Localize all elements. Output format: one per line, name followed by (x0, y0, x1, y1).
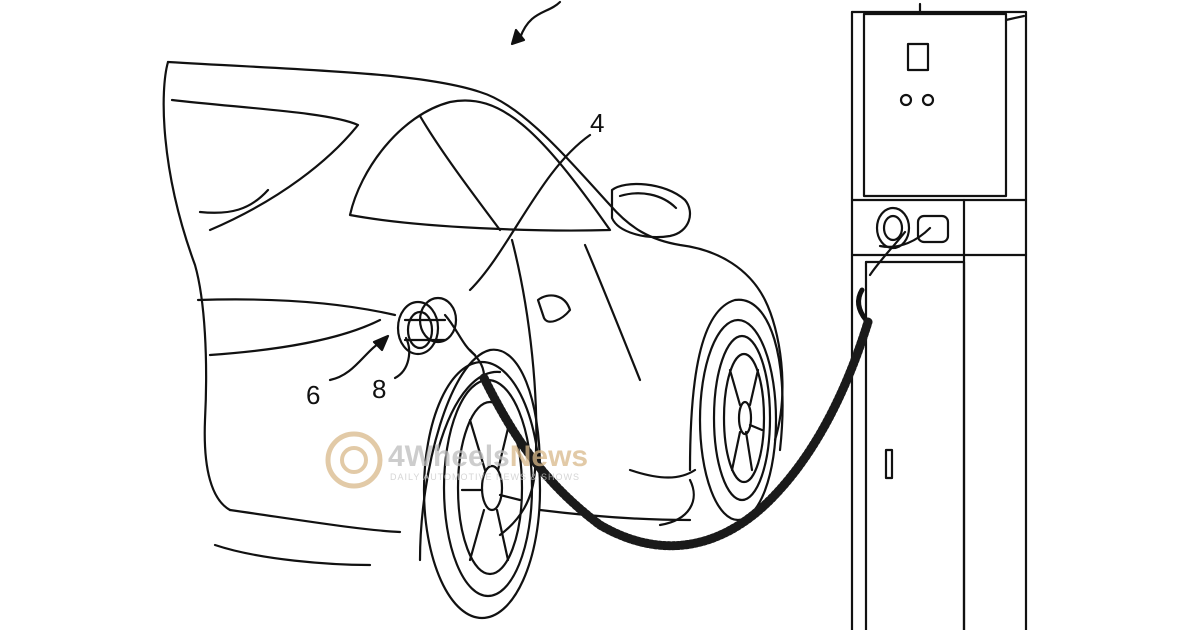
station-display (906, 42, 930, 72)
label-plug: 8 (372, 374, 386, 404)
station-door-handle (884, 448, 894, 480)
label-4-leader (468, 133, 592, 292)
side-mirror (610, 182, 692, 239)
figure-arrow (518, 0, 562, 40)
rear-wheel (422, 360, 542, 620)
label-vehicle: 4 (590, 108, 604, 138)
label-charging-port: 6 (306, 380, 320, 410)
watermark-tagline: DAILY AUTOMOTIVE NEWS & SHOWS (390, 472, 580, 482)
watermark-brand-suffix: News (510, 440, 588, 473)
figure-arrow-head (510, 28, 526, 46)
vehicle-body (162, 60, 784, 620)
label-8-leader (393, 336, 411, 380)
label-6-arrow-head (372, 334, 390, 352)
station-button-right (921, 93, 935, 107)
svg-text:4WheelsNews: 4WheelsNews (388, 440, 588, 473)
watermark: 4WheelsNews DAILY AUTOMOTIVE NEWS & SHOW… (325, 431, 588, 489)
charging-station (850, 2, 1028, 630)
charging-cable-coil (479, 317, 873, 551)
station-socket (875, 206, 950, 250)
door-handle (536, 294, 572, 323)
charging-plug (403, 296, 477, 357)
station-button-left (899, 93, 913, 107)
watermark-brand-prefix: 4Wheels (388, 440, 510, 473)
charging-port (396, 300, 440, 356)
watermark-logo-icon (325, 431, 383, 489)
charging-cable (468, 230, 907, 382)
front-wheel (698, 318, 778, 522)
